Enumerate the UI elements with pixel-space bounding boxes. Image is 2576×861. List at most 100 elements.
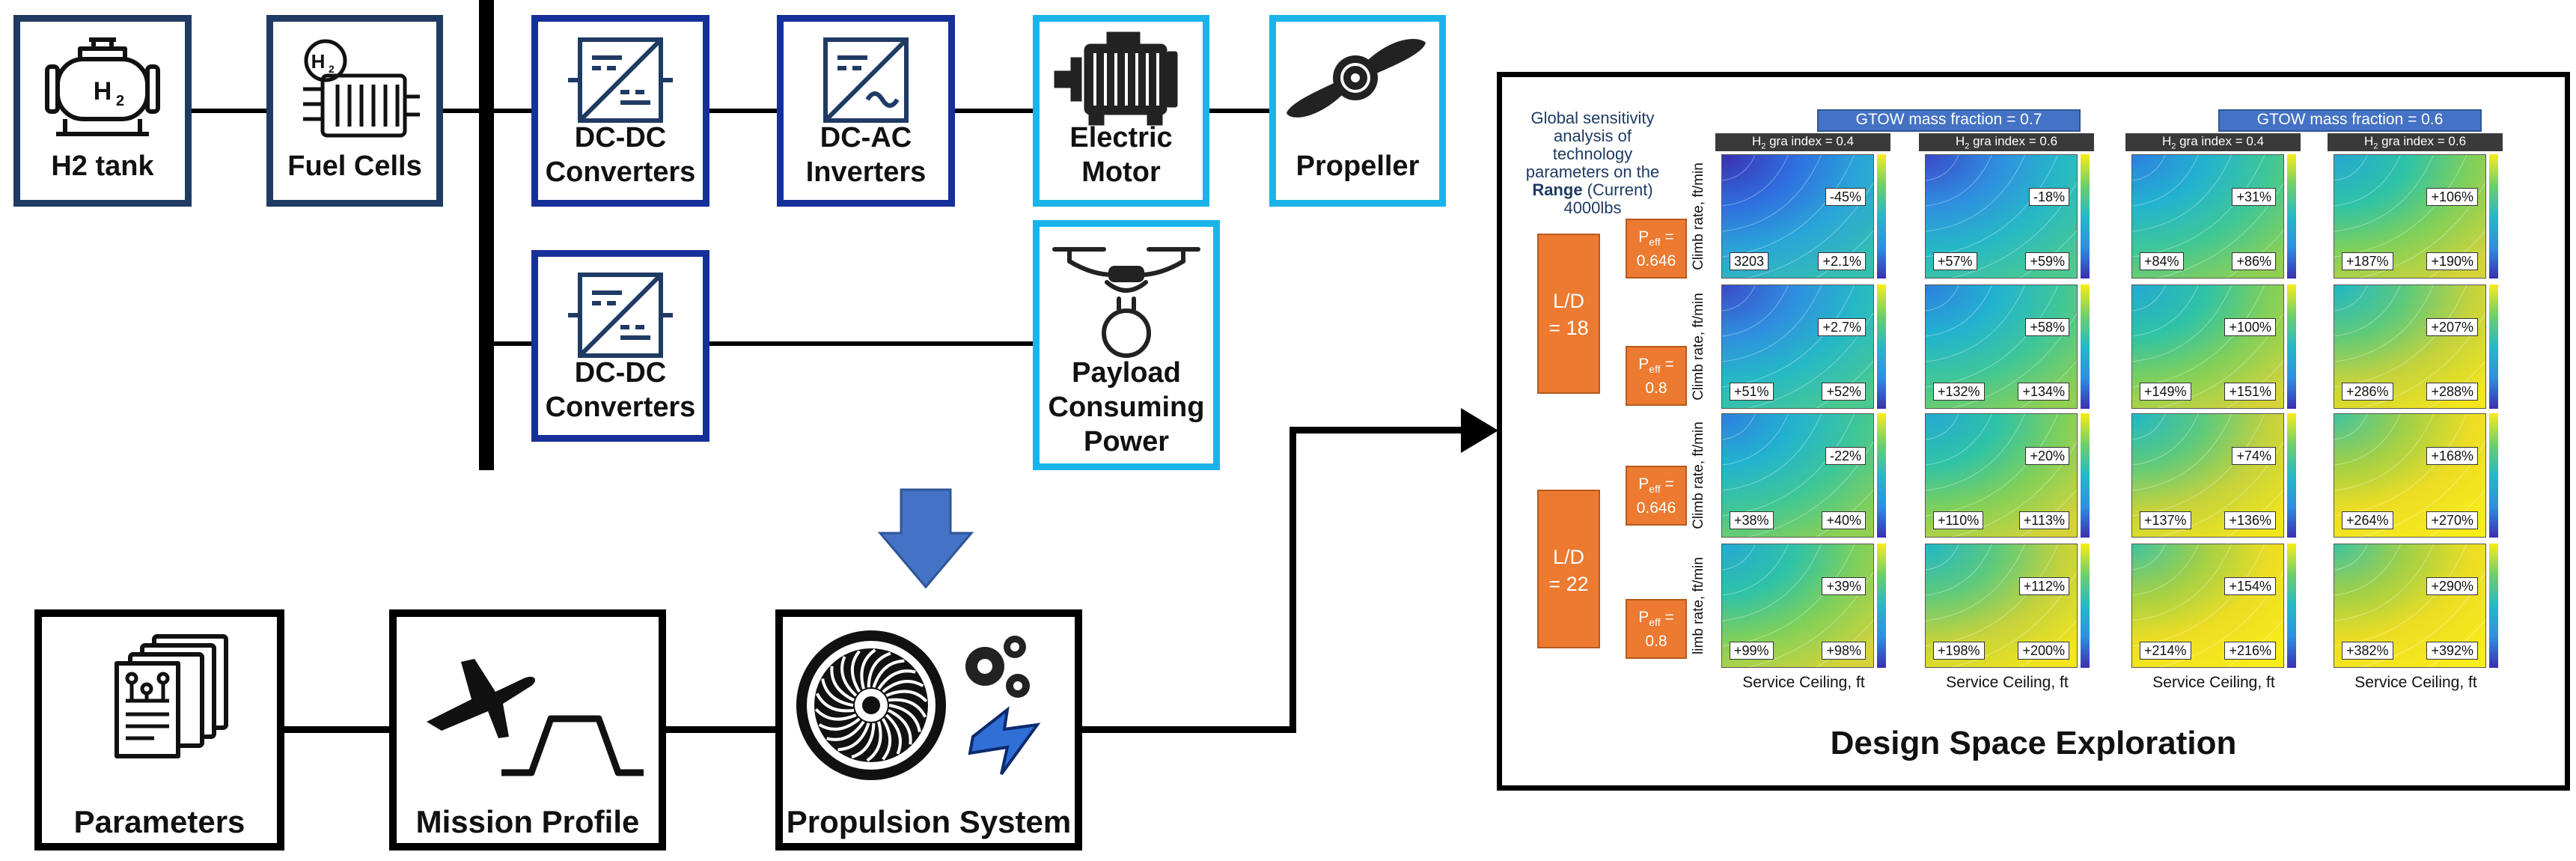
contour-line bbox=[2132, 414, 2265, 517]
caption-line-4: Range (Current) bbox=[1518, 181, 1667, 199]
contour-plot-cell: +207%+286%+288% bbox=[2334, 285, 2486, 409]
colorbar bbox=[2287, 413, 2296, 538]
ld-18-box: L/D = 18 bbox=[1537, 234, 1600, 394]
contour-line bbox=[1926, 155, 2026, 232]
percent-change-label: +112% bbox=[2018, 577, 2069, 595]
percent-change-label: +392% bbox=[2426, 642, 2478, 660]
contour-line bbox=[1926, 414, 2059, 517]
dcac-inverter-icon bbox=[823, 37, 909, 123]
contour-line bbox=[1926, 414, 1959, 440]
fan-blade bbox=[885, 690, 928, 703]
contour-line bbox=[1926, 544, 1992, 596]
contour-line bbox=[2132, 414, 2232, 491]
dcdc-converter-label-2: DC-DC Converters bbox=[545, 357, 696, 423]
percent-change-label: +154% bbox=[2224, 577, 2276, 595]
percent-change-label: +100% bbox=[2224, 318, 2276, 336]
contour-plot-cell: -45%3203+2.1% bbox=[1721, 154, 1874, 279]
fan-blade bbox=[888, 709, 912, 745]
climb-rate-axis-label: Climb rate, ft/min bbox=[1691, 293, 1706, 401]
mission-profile-block: Mission Profile bbox=[389, 609, 666, 851]
gtow-header-1: GTOW mass fraction = 0.7 bbox=[1817, 109, 2081, 132]
contour-line bbox=[2132, 155, 2166, 181]
contour-line bbox=[1722, 414, 1756, 440]
colorbar bbox=[2287, 154, 2296, 279]
contour-line bbox=[2334, 155, 2401, 207]
percent-change-label: +20% bbox=[2025, 447, 2069, 465]
contour-plot-cell: +58% +132% +134% bbox=[1925, 285, 2078, 409]
contour-line bbox=[2359, 312, 2485, 408]
wire-tank-fc bbox=[192, 109, 266, 113]
contour-line bbox=[1722, 155, 1855, 258]
contour-line bbox=[2359, 571, 2485, 667]
percent-change-label: +31% bbox=[2232, 188, 2276, 206]
percent-change-label: +132% bbox=[1933, 383, 1985, 401]
peff-box: Peff =0.8 bbox=[1626, 346, 1687, 406]
percent-change-label: +382% bbox=[2342, 642, 2393, 660]
contour-line bbox=[1926, 285, 2059, 388]
climb-rate-axis-label: limb rate, ft/min bbox=[1691, 557, 1706, 654]
fan-blade bbox=[888, 704, 921, 732]
contour-line bbox=[1722, 544, 1822, 621]
climb-rate-axis-label: Climb rate, ft/min bbox=[1691, 162, 1706, 270]
contour-line bbox=[2132, 285, 2166, 311]
percent-change-label: +137% bbox=[2140, 511, 2191, 529]
colorbar bbox=[2489, 544, 2498, 668]
contour-line bbox=[1926, 155, 1959, 181]
percent-change-label: +58% bbox=[2025, 318, 2069, 336]
contour-line bbox=[2132, 414, 2166, 440]
percent-change-label: +86% bbox=[2232, 252, 2276, 270]
contour-line bbox=[1747, 182, 1873, 278]
percent-change-label: +290% bbox=[2426, 577, 2478, 595]
fan-blade bbox=[881, 718, 892, 761]
contour-line bbox=[1926, 414, 2026, 491]
contour-line bbox=[2334, 414, 2467, 517]
percent-change-label: +207% bbox=[2426, 318, 2478, 336]
wire-dcdc1-dcac bbox=[709, 109, 777, 113]
contour-line bbox=[2157, 312, 2283, 408]
percent-change-label: +39% bbox=[1822, 577, 1866, 595]
percent-change-label: +288% bbox=[2426, 383, 2478, 401]
contour-line bbox=[2132, 285, 2232, 362]
colorbar bbox=[2081, 285, 2090, 409]
dse-arrow-head bbox=[1461, 408, 1498, 453]
h2-tank-icon: H 2 bbox=[45, 37, 160, 136]
percent-change-label: +113% bbox=[2018, 511, 2069, 529]
contour-line bbox=[1722, 155, 1822, 232]
percent-change-label: +134% bbox=[2018, 383, 2069, 401]
colorbar bbox=[2081, 154, 2090, 279]
fan-blade bbox=[840, 656, 858, 697]
contour-line bbox=[2334, 285, 2368, 311]
h2-tank-block: H 2 H2 tank bbox=[13, 15, 192, 207]
propeller-block: Propeller bbox=[1269, 15, 1446, 207]
dc-bus-bar bbox=[479, 0, 494, 470]
contour-line bbox=[2334, 544, 2467, 647]
contour-line bbox=[2359, 182, 2485, 278]
colorbar bbox=[2081, 413, 2090, 538]
contour-line bbox=[1722, 414, 1789, 466]
fan-blade bbox=[821, 678, 854, 707]
contour-line bbox=[2334, 544, 2435, 621]
caption-line-3: parameters on the bbox=[1525, 162, 1660, 181]
contour-plot-cell: +20%+110%+113% bbox=[1925, 413, 2078, 538]
colorbar bbox=[2489, 285, 2498, 409]
percent-change-label: +106% bbox=[2426, 188, 2478, 206]
colorbar bbox=[1877, 413, 1886, 538]
contour-line bbox=[2334, 155, 2435, 232]
contour-line bbox=[1747, 441, 1873, 537]
contour-line bbox=[2334, 285, 2467, 388]
fan-blade bbox=[814, 708, 857, 721]
percent-change-label: +74% bbox=[2232, 447, 2276, 465]
contour-line bbox=[1950, 182, 2077, 278]
h2-index-header: H2 gra index = 0.6 bbox=[2328, 133, 2503, 151]
percent-change-label: +270% bbox=[2426, 511, 2478, 529]
fuel-cells-label: Fuel Cells bbox=[287, 150, 422, 182]
contour-line bbox=[1926, 285, 2026, 362]
colorbar bbox=[2081, 544, 2090, 668]
contour-line bbox=[2132, 544, 2166, 571]
mission-profile-label: Mission Profile bbox=[415, 804, 640, 839]
contour-plot-cell: +112%+198%+200% bbox=[1925, 544, 2078, 668]
fuel-cell-icon: H 2 bbox=[303, 39, 420, 138]
peff-box: Peff =0.646 bbox=[1626, 219, 1687, 279]
contour-line bbox=[2334, 414, 2368, 440]
contour-line bbox=[2359, 441, 2485, 537]
